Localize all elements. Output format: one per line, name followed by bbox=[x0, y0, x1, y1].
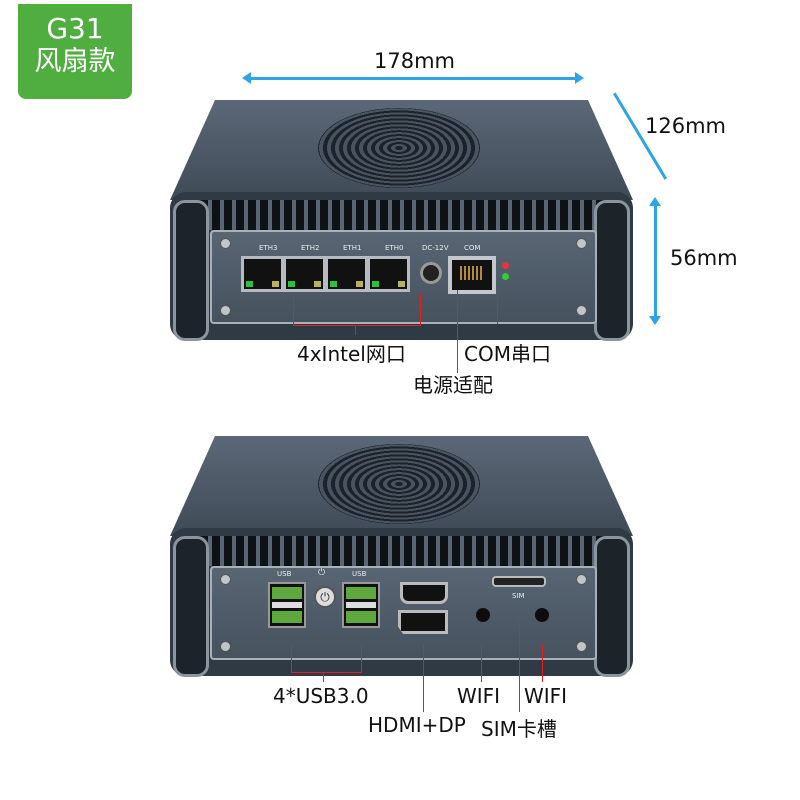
device-front-view: USB USB ⏻ ⏻ SIM bbox=[170, 436, 633, 677]
callout-line bbox=[423, 644, 424, 712]
screw-icon bbox=[220, 574, 231, 585]
callout-line bbox=[519, 604, 520, 712]
lan-callout: 4xIntel网口 bbox=[297, 342, 406, 366]
screw-icon bbox=[576, 641, 587, 652]
video-callout: HDMI+DP bbox=[368, 713, 466, 737]
power-callout: 电源适配 bbox=[413, 373, 493, 397]
callout-line bbox=[457, 290, 458, 373]
eth1-port bbox=[325, 256, 368, 292]
eth0-label: ETH0 bbox=[385, 244, 404, 252]
screw-icon bbox=[220, 641, 231, 652]
width-arrow bbox=[242, 72, 584, 84]
screw-icon bbox=[220, 305, 231, 316]
eth0-port bbox=[367, 256, 410, 292]
callout-line bbox=[361, 644, 362, 672]
com-port bbox=[448, 256, 496, 294]
dc-label: DC-12V bbox=[422, 244, 449, 252]
wifi1-callout: WIFI bbox=[457, 684, 501, 708]
usb-left-label: USB bbox=[277, 570, 292, 578]
wifi-antenna-hole bbox=[476, 608, 490, 622]
power-button[interactable]: ⏻ bbox=[314, 586, 336, 608]
callout-line bbox=[497, 290, 498, 324]
hdmi-port bbox=[400, 582, 448, 604]
fan-grille bbox=[318, 108, 480, 188]
callout-line bbox=[293, 325, 421, 326]
eth2-label: ETH2 bbox=[301, 244, 320, 252]
usb-right-label: USB bbox=[352, 570, 367, 578]
width-label: 178mm bbox=[374, 49, 455, 73]
callout-line bbox=[293, 293, 294, 325]
power-icon: ⏻ bbox=[318, 568, 326, 578]
height-label: 56mm bbox=[670, 246, 738, 270]
dc-power-jack bbox=[420, 262, 442, 284]
side-panel-right bbox=[594, 200, 630, 341]
callout-line bbox=[481, 644, 482, 682]
usb-port-pair-left bbox=[268, 582, 306, 628]
depth-label: 126mm bbox=[645, 114, 726, 138]
eth3-label: ETH3 bbox=[259, 244, 278, 252]
usb-callout: 4*USB3.0 bbox=[273, 684, 369, 708]
model-badge: G31 风扇款 bbox=[18, 4, 132, 99]
model-variant: 风扇款 bbox=[34, 46, 116, 77]
sim-callout: SIM卡槽 bbox=[481, 717, 557, 741]
led-red bbox=[502, 262, 509, 269]
wifi-antenna-hole bbox=[535, 608, 549, 622]
com-callout: COM串口 bbox=[464, 342, 551, 366]
eth1-label: ETH1 bbox=[343, 244, 362, 252]
sim-label: SIM bbox=[512, 592, 525, 600]
device-rear-view: ETH3 ETH2 ETH1 ETH0 DC-12V COM bbox=[170, 100, 633, 341]
model-name: G31 bbox=[46, 12, 104, 45]
side-panel-left bbox=[173, 536, 209, 677]
screw-icon bbox=[220, 238, 231, 249]
vent-fins bbox=[200, 536, 603, 566]
callout-line bbox=[542, 644, 543, 682]
screw-icon bbox=[576, 574, 587, 585]
callout-line bbox=[323, 672, 324, 682]
callout-line bbox=[420, 293, 421, 325]
usb-port-pair-right bbox=[342, 582, 380, 628]
callout-line bbox=[291, 672, 362, 673]
vent-fins bbox=[200, 200, 603, 230]
fan-grille bbox=[318, 444, 480, 524]
com-label: COM bbox=[464, 244, 481, 252]
callout-line bbox=[355, 325, 356, 335]
side-panel-right bbox=[594, 536, 630, 677]
screw-icon bbox=[576, 238, 587, 249]
sim-slot bbox=[492, 576, 546, 587]
screw-icon bbox=[576, 305, 587, 316]
front-io-panel: USB USB ⏻ ⏻ SIM bbox=[210, 566, 597, 660]
callout-line bbox=[291, 644, 292, 672]
wifi2-callout: WIFI bbox=[524, 684, 568, 708]
eth3-port bbox=[241, 256, 284, 292]
side-panel-left bbox=[173, 200, 209, 341]
rear-io-panel: ETH3 ETH2 ETH1 ETH0 DC-12V COM bbox=[210, 230, 597, 324]
height-arrow bbox=[649, 197, 661, 325]
led-green bbox=[502, 273, 509, 280]
displayport-port bbox=[398, 610, 448, 634]
eth2-port bbox=[283, 256, 326, 292]
